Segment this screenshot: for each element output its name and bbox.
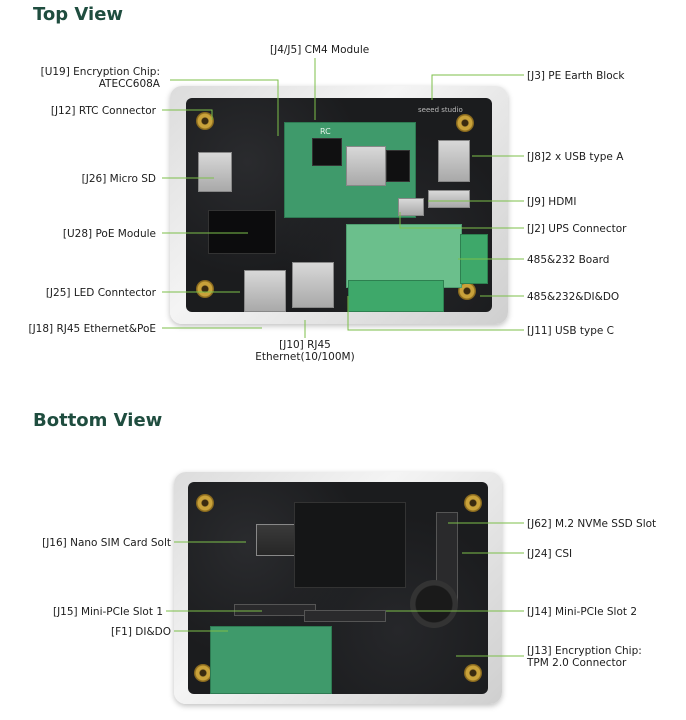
top-view-title: Top View	[33, 4, 124, 25]
label-u28: [U28] PoE Module	[62, 228, 156, 240]
label-j24: [J24] CSI	[527, 548, 573, 560]
label-485-board: 485&232 Board	[527, 254, 610, 266]
label-j4j5: [J4/J5] CM4 Module	[270, 44, 370, 56]
label-j12: [J12] RTC Connector	[50, 105, 156, 117]
bottom-view-device-photo	[174, 472, 502, 704]
label-j25: [J25] LED Conntector	[45, 287, 156, 299]
label-j18: [J18] RJ45 Ethernet&PoE	[28, 323, 156, 335]
label-j13: [J13] Encryption Chip: TPM 2.0 Connector	[527, 645, 642, 669]
label-j8: [J8]2 x USB type A	[527, 151, 624, 163]
label-u19: [U19] Encryption Chip: ATECC608A	[40, 66, 160, 90]
brand-marking: seeed studio	[418, 106, 463, 114]
label-f1: [F1] DI&DO	[111, 626, 171, 638]
di-do-board	[210, 626, 332, 694]
label-j26: [J26] Micro SD	[81, 173, 156, 185]
cm4-marking: RC	[320, 127, 331, 136]
top-view-device-photo: RC seeed studio	[170, 86, 508, 324]
label-j15: [J15] Mini-PCIe Slot 1	[52, 606, 163, 618]
label-j14: [J14] Mini-PCIe Slot 2	[527, 606, 638, 618]
label-j2: [J2] UPS Connector	[527, 223, 627, 235]
label-j10: [J10] RJ45 Ethernet(10/100M)	[255, 339, 355, 363]
label-j9: [J9] HDMI	[527, 196, 577, 208]
label-j16: [J16] Nano SIM Card Solt	[42, 537, 171, 549]
label-j62: [J62] M.2 NVMe SSD Slot	[527, 518, 657, 530]
label-j3: [J3] PE Earth Block	[527, 70, 625, 82]
label-485-di-do: 485&232&DI&DO	[527, 291, 620, 303]
label-j11: [J11] USB type C	[527, 325, 615, 337]
bottom-view-title: Bottom View	[33, 410, 163, 431]
